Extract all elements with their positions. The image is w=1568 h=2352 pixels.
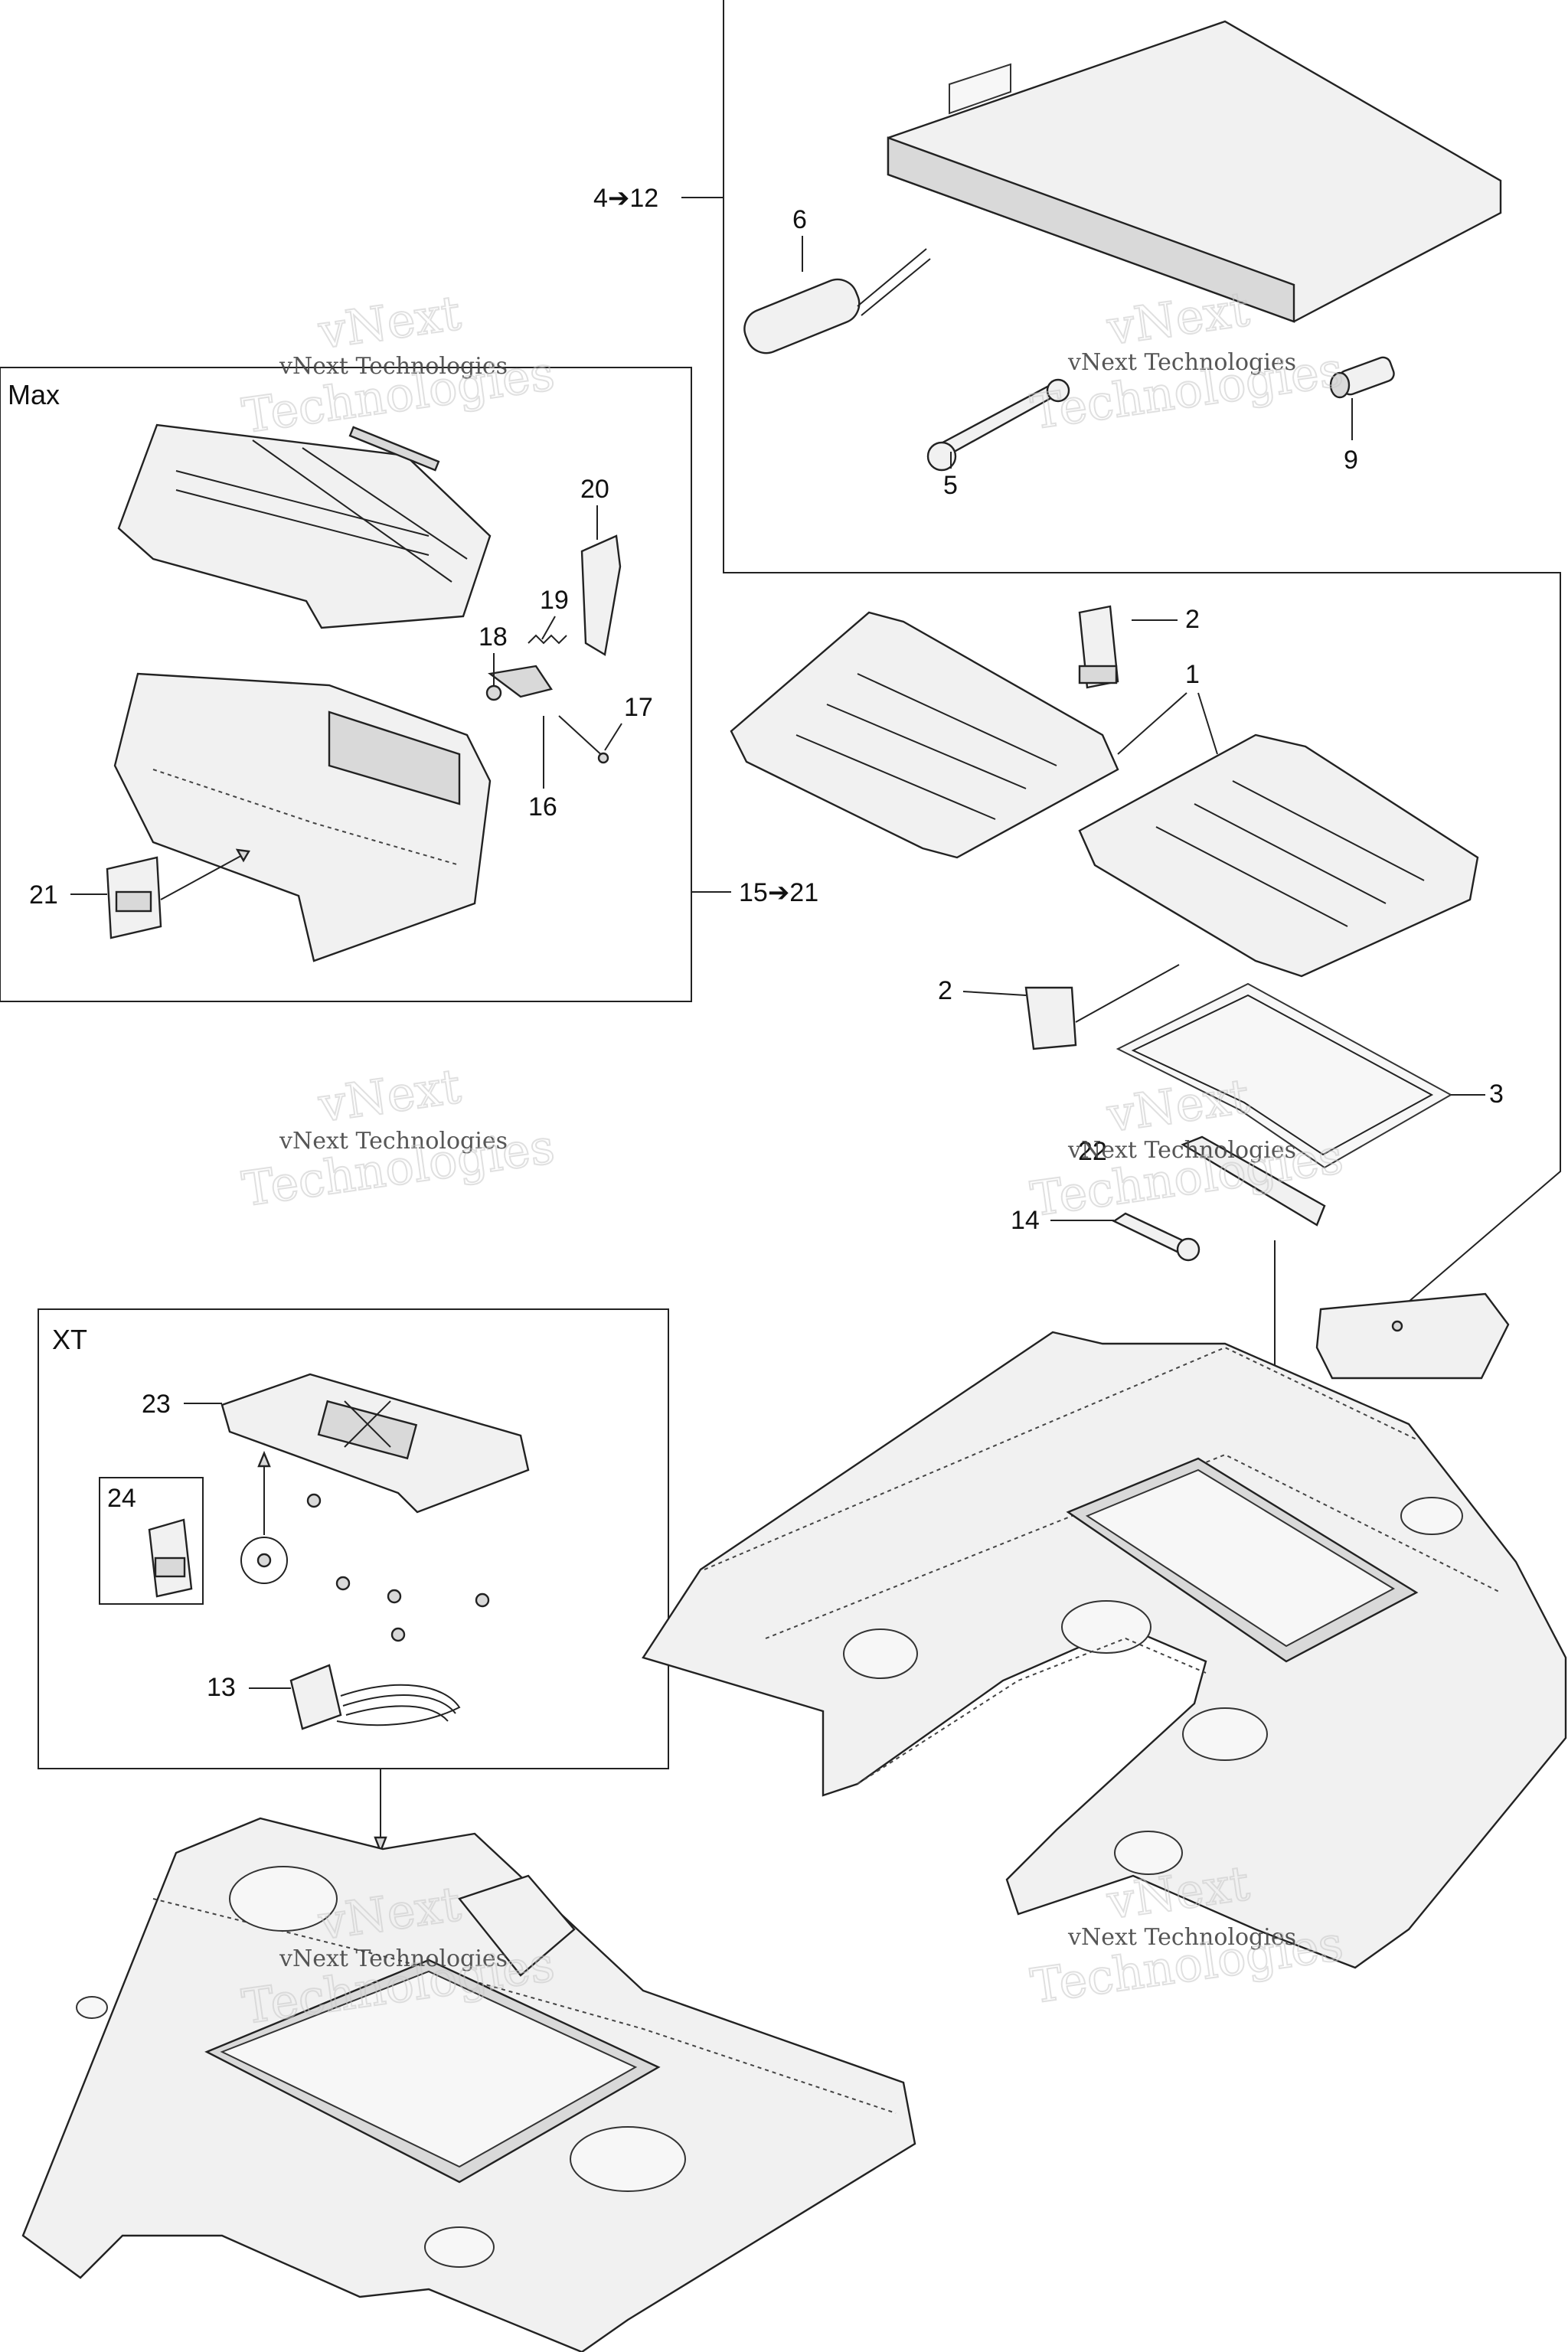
watermark-1: vNext Technologies vNext Technologies <box>238 284 558 445</box>
callout-5: 5 <box>943 471 958 500</box>
callout-2-bottom: 2 <box>938 976 952 1005</box>
callout-14: 14 <box>1011 1206 1040 1235</box>
callout-22: 22 <box>1078 1137 1107 1166</box>
callout-17: 17 <box>624 693 653 722</box>
callout-3: 3 <box>1489 1080 1504 1109</box>
max-rack-lid-part <box>117 423 492 629</box>
callout-6: 6 <box>792 205 807 234</box>
xt-detail-box <box>99 1477 204 1605</box>
xt-rivet-detail <box>256 1553 272 1568</box>
callout-19: 19 <box>540 586 569 615</box>
callout-13: 13 <box>207 1673 236 1702</box>
callout-4-12: 4➔12 <box>593 184 658 213</box>
rear-fender-right-part <box>642 1331 1567 1969</box>
svg-text:vNext: vNext <box>315 1058 464 1133</box>
gasket-part <box>1116 982 1453 1169</box>
callout-2-top: 2 <box>1185 605 1200 634</box>
rear-rack-right-part <box>1078 733 1479 978</box>
fuse-part <box>1329 356 1395 399</box>
callout-18: 18 <box>479 622 508 652</box>
svg-text:vNext Technologies: vNext Technologies <box>1067 1137 1296 1164</box>
max-nut-part <box>485 684 502 701</box>
svg-text:vNext Technologies: vNext Technologies <box>1067 1924 1296 1951</box>
arrow-to-rack <box>1075 964 1180 1023</box>
svg-text:vNext Technologies: vNext Technologies <box>279 353 508 380</box>
xt-section-label: XT <box>52 1324 87 1355</box>
callout-20: 20 <box>580 475 609 504</box>
key-tool-14-part <box>1112 1212 1200 1262</box>
xt-wiring-harness-13-part <box>289 1664 461 1730</box>
svg-text:vNext: vNext <box>315 285 464 360</box>
wrench-part <box>926 378 1070 472</box>
xt-rivet-arrow-head <box>257 1450 271 1468</box>
svg-text:vNext: vNext <box>1103 1068 1253 1143</box>
rack-bracket-bottom-part <box>1024 986 1077 1050</box>
rear-rack-left-part <box>730 611 1119 859</box>
rear-fender-xt-part <box>21 1817 916 2352</box>
xt-clip-24-part <box>148 1518 193 1598</box>
callout-21: 21 <box>29 880 58 910</box>
max-bolt-part <box>558 715 609 764</box>
leader-19 <box>541 616 556 640</box>
max-spring-part <box>528 634 567 645</box>
svg-text:vNext: vNext <box>1103 281 1253 356</box>
svg-text:vNext Technologies: vNext Technologies <box>279 1128 508 1155</box>
rack-bracket-top-part <box>1078 605 1119 689</box>
callout-15-21: 15➔21 <box>739 878 818 907</box>
callout-9: 9 <box>1344 446 1358 475</box>
xt-rivet-detail-circle <box>240 1537 288 1584</box>
xt-tray-part <box>220 1373 530 1514</box>
svg-text:vNext Technologies: vNext Technologies <box>1067 349 1296 376</box>
bracket-22-part <box>1181 1135 1326 1227</box>
xt-push-rivet-part <box>306 1493 490 1642</box>
max-section-box <box>0 367 692 1002</box>
max-section-label: Max <box>8 379 60 410</box>
svg-text:vNext Technologies: vNext Technologies <box>279 1945 508 1972</box>
leader-1a <box>1117 692 1187 755</box>
max-clip-part <box>106 848 250 939</box>
screwdriver-part <box>743 248 931 354</box>
callout-24: 24 <box>107 1484 136 1513</box>
watermark-3: vNext Technologies vNext Technologies <box>238 1057 558 1218</box>
callout-23: 23 <box>142 1390 171 1419</box>
tool-bag-part <box>887 20 1502 323</box>
leader-1b <box>1197 692 1218 755</box>
leader-17 <box>604 723 622 751</box>
xt-arrow-to-fender-head <box>374 1836 387 1854</box>
callout-16: 16 <box>528 792 557 822</box>
xt-section-box <box>38 1308 669 1769</box>
kit-pouch-part <box>1315 1292 1510 1380</box>
max-storage-tub-part <box>113 672 492 962</box>
max-latch-part <box>488 534 622 698</box>
callout-1: 1 <box>1185 660 1200 689</box>
leader-2-bottom <box>962 991 1027 996</box>
kit-box-frame <box>723 0 1561 1302</box>
